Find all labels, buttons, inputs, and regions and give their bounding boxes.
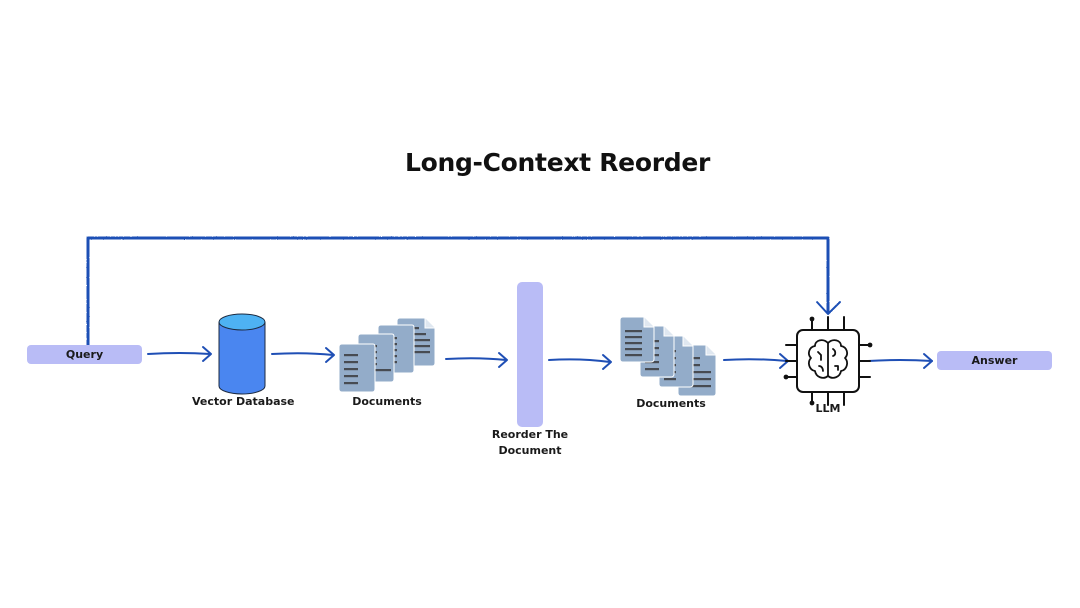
brain-icon [808, 339, 848, 379]
llm-label: LLM [815, 402, 841, 415]
reorder-label: Reorder The Document [480, 427, 580, 459]
database-cylinder-icon [218, 313, 266, 395]
documents-reordered-label: Documents [636, 397, 706, 410]
query-label: Query [65, 348, 104, 361]
bypass-arrowhead [816, 301, 841, 315]
document-page [338, 343, 376, 393]
reorder-node [517, 282, 543, 427]
arrow-database-to-documents [271, 347, 335, 363]
bypass-connector [86, 236, 841, 348]
arrow-documents-to-reorder [445, 352, 508, 368]
brain-chip-icon [783, 316, 873, 406]
bypass-line [86, 236, 830, 348]
reorder-label-line2: Document [498, 444, 562, 457]
document-stack-icon-retrieved [338, 317, 436, 393]
query-node: Query [27, 345, 142, 364]
arrow-reorder-to-documents [548, 354, 612, 370]
document-page [619, 316, 655, 363]
vector-database-label: Vector Database [192, 395, 295, 408]
reorder-label-line1: Reorder The [491, 428, 569, 441]
arrow-documents-to-llm [723, 353, 789, 369]
diagram-title: Long-Context Reorder [404, 148, 711, 177]
arrow-query-to-database [147, 346, 212, 362]
arrow-llm-to-answer [867, 353, 933, 369]
answer-label: Answer [971, 354, 1018, 367]
document-stack-icon-reordered [619, 316, 717, 397]
answer-node: Answer [937, 351, 1052, 370]
documents-retrieved-label: Documents [352, 395, 422, 408]
